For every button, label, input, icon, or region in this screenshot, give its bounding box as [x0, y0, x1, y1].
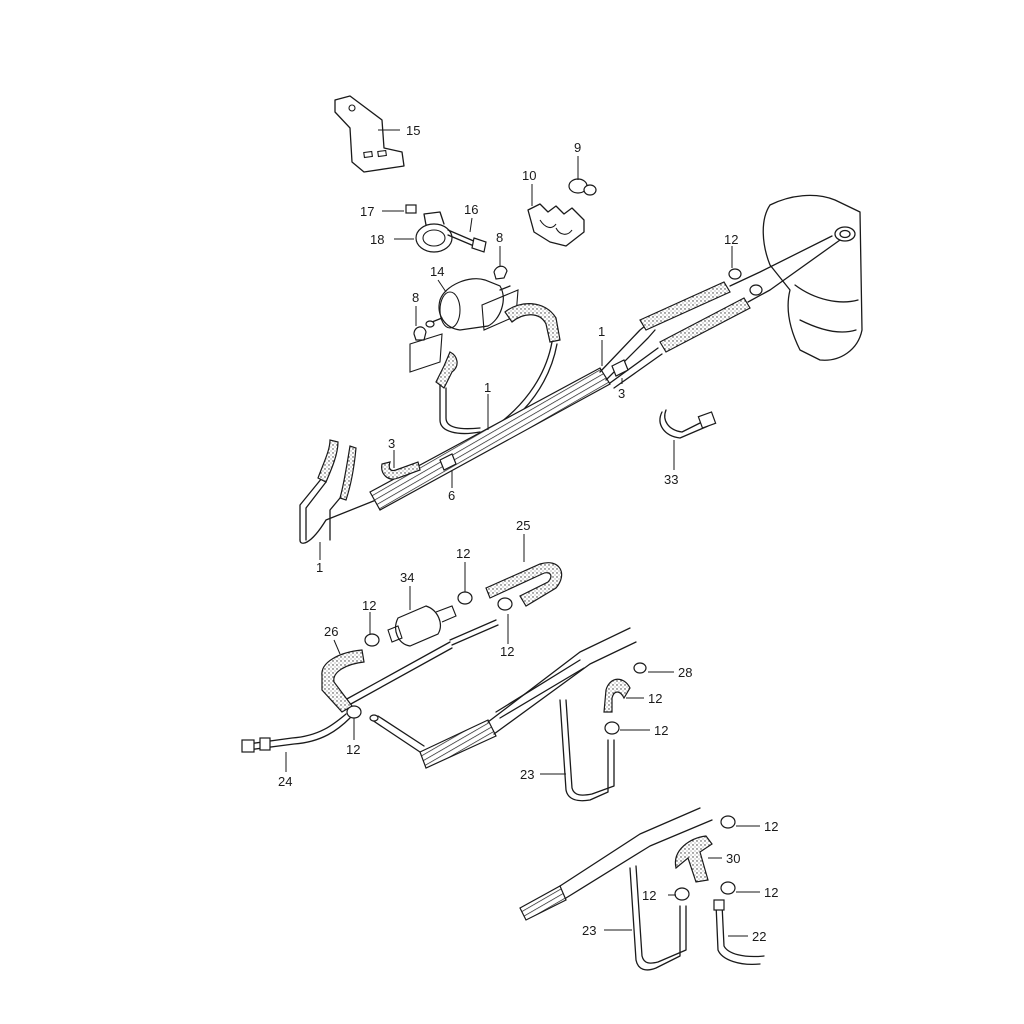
- hose-bend-30: [674, 835, 713, 883]
- hose-bend-26: [321, 649, 365, 713]
- callout-26: 26: [324, 624, 338, 639]
- callout-10: 10: [522, 168, 536, 183]
- callout-28: 12: [648, 691, 662, 706]
- callout-labels: 15 17 16 18 10 9 8 8 14 12 1 3 1 3 6 1 3…: [278, 123, 778, 944]
- clamp-band: [415, 211, 453, 253]
- callout-leaders: [285, 129, 760, 937]
- callout-23-middle: 23: [520, 767, 534, 782]
- feed-line-24: [241, 713, 351, 753]
- callout-1-lower: 1: [316, 560, 323, 575]
- callout-33: 33: [664, 472, 678, 487]
- callout-8-upper: 8: [496, 230, 503, 245]
- callout-17: 17: [360, 204, 374, 219]
- callout-30: 30: [726, 851, 740, 866]
- callout-1-middle: 1: [484, 380, 491, 395]
- clamp-upper-1: [728, 268, 763, 296]
- fuel-tank: [762, 194, 863, 361]
- clamp-middle-1: [346, 591, 513, 719]
- callout-12-middle-right: 28: [678, 665, 692, 680]
- main-fuel-line-bundle-upper: [299, 235, 841, 544]
- callout-16: 16: [464, 202, 478, 217]
- cable-tie: [659, 409, 717, 439]
- main-fuel-line-bundle-lower: [519, 807, 765, 971]
- callout-14: 14: [430, 264, 444, 279]
- callout-9: 9: [574, 140, 581, 155]
- callout-25: 25: [516, 518, 530, 533]
- callout-12-lower-left: 12: [642, 888, 656, 903]
- clamp-lower: [674, 815, 736, 901]
- callout-12-lower-right: 12: [764, 885, 778, 900]
- fuel-pump: [387, 605, 457, 647]
- mounting-clip: [405, 204, 417, 214]
- callout-12-hose-25: 12: [500, 644, 514, 659]
- small-clip: [568, 178, 597, 196]
- callout-12-pump-right: 12: [456, 546, 470, 561]
- callout-15: 15: [406, 123, 420, 138]
- clamp-middle-2: [604, 662, 647, 735]
- pump-line: [344, 619, 499, 706]
- hose-bend-28: [603, 678, 631, 713]
- main-fuel-line-bundle-middle: [369, 627, 637, 802]
- multi-line-clip: [527, 203, 585, 247]
- callout-12-hose-28: 12: [654, 723, 668, 738]
- callout-12-hose-26: 12: [346, 742, 360, 757]
- callout-18: 18: [370, 232, 384, 247]
- callout-24: 24: [278, 774, 292, 789]
- callout-3-lower: 3: [388, 436, 395, 451]
- callout-8-lower: 8: [412, 290, 419, 305]
- hose-bend-25: [485, 562, 563, 607]
- bracket: [334, 95, 405, 173]
- callout-22: 22: [752, 929, 766, 944]
- fuel-filter: [425, 278, 511, 331]
- filter-clip-lower: [409, 326, 443, 373]
- callout-6: 6: [448, 488, 455, 503]
- callout-34: 34: [400, 570, 414, 585]
- callout-1-upper: 1: [598, 324, 605, 339]
- clip-upper-3: [439, 359, 629, 471]
- callout-3-upper: 3: [618, 386, 625, 401]
- bolt: [447, 229, 487, 253]
- callout-23-lower: 23: [582, 923, 596, 938]
- callout-12-lower-top: 12: [764, 819, 778, 834]
- callout-12-tank: 12: [724, 232, 738, 247]
- callout-12-pump-left: 12: [362, 598, 376, 613]
